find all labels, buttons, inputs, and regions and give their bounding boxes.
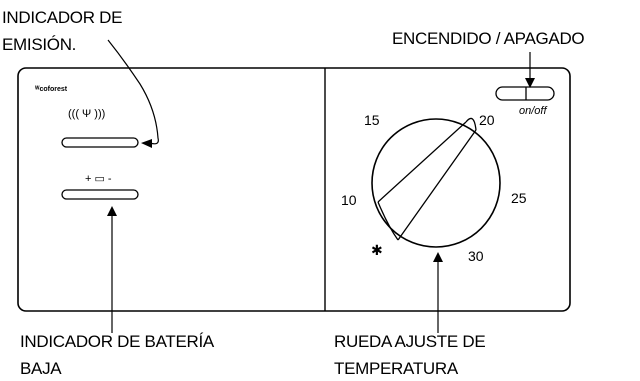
brand-logo: ᵂcoforest xyxy=(34,86,68,93)
dial-pointer xyxy=(377,117,477,241)
label-wheel-line2: TEMPERATURA xyxy=(334,359,459,376)
temperature-dial[interactable] xyxy=(371,118,501,248)
dial-scale-25: 25 xyxy=(511,190,527,206)
power-arrowhead xyxy=(525,78,535,88)
dial-scale-10: 10 xyxy=(341,192,357,208)
battery-indicator-led xyxy=(61,189,139,200)
label-emission-line2: EMISIÓN. xyxy=(2,35,76,54)
wheel-arrowhead xyxy=(433,252,443,262)
battery-arrowhead xyxy=(107,206,117,216)
emission-leader-line xyxy=(107,39,159,145)
emission-indicator-led xyxy=(61,137,139,148)
label-battery-line1: INDICADOR DE BATERÍA xyxy=(20,332,215,351)
snowflake-icon: ✱ xyxy=(371,242,383,258)
label-wheel-line1: RUEDA AJUSTE DE xyxy=(334,332,485,351)
dial-scale-20: 20 xyxy=(479,112,495,128)
device-body xyxy=(17,67,571,312)
power-switch[interactable] xyxy=(495,86,555,101)
dial-scale-15: 15 xyxy=(364,112,380,128)
power-switch-label: on/off xyxy=(519,105,547,117)
label-emission-line1: INDICADOR DE xyxy=(2,8,122,27)
emission-symbol: ((( Ψ ))) xyxy=(68,108,105,120)
battery-symbol: + ▭ - xyxy=(85,173,112,185)
label-power: ENCENDIDO / APAGADO xyxy=(392,29,584,48)
dial-scale-30: 30 xyxy=(468,248,484,264)
emission-arrowhead xyxy=(141,139,152,148)
label-battery-line2: BAJA xyxy=(20,359,62,376)
